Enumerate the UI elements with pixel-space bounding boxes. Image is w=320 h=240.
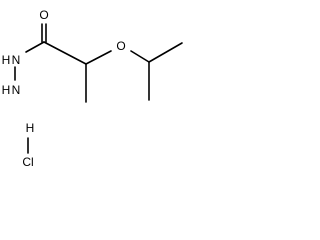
bond-alpha-ether-oxygen [85, 50, 112, 65]
molecule-bonds [14, 23, 183, 154]
atom-label-nh-nitrogen: N [12, 53, 21, 67]
bond-ether-oxygen-isopropyl [130, 50, 150, 63]
bond-carbonyl-alpha [43, 41, 87, 65]
atom-label-salt-chlorine: Cl [22, 155, 33, 169]
chemical-structure: O H N H N O H Cl [2, 8, 183, 169]
atom-label-ether-oxygen: O [116, 39, 125, 53]
atom-label-nh-hydrogen: H [2, 53, 11, 67]
atom-labels: O H N H N O H Cl [2, 8, 126, 169]
atom-label-nh2-nitrogen: N [12, 83, 21, 97]
atom-label-salt-hydrogen: H [26, 121, 35, 135]
bond-isopropyl-methyl-up [148, 42, 183, 63]
bond-carbonyl-nh [25, 41, 45, 53]
atom-label-nh2-hydrogen: H [2, 83, 11, 97]
atom-label-carbonyl-oxygen: O [39, 8, 48, 22]
